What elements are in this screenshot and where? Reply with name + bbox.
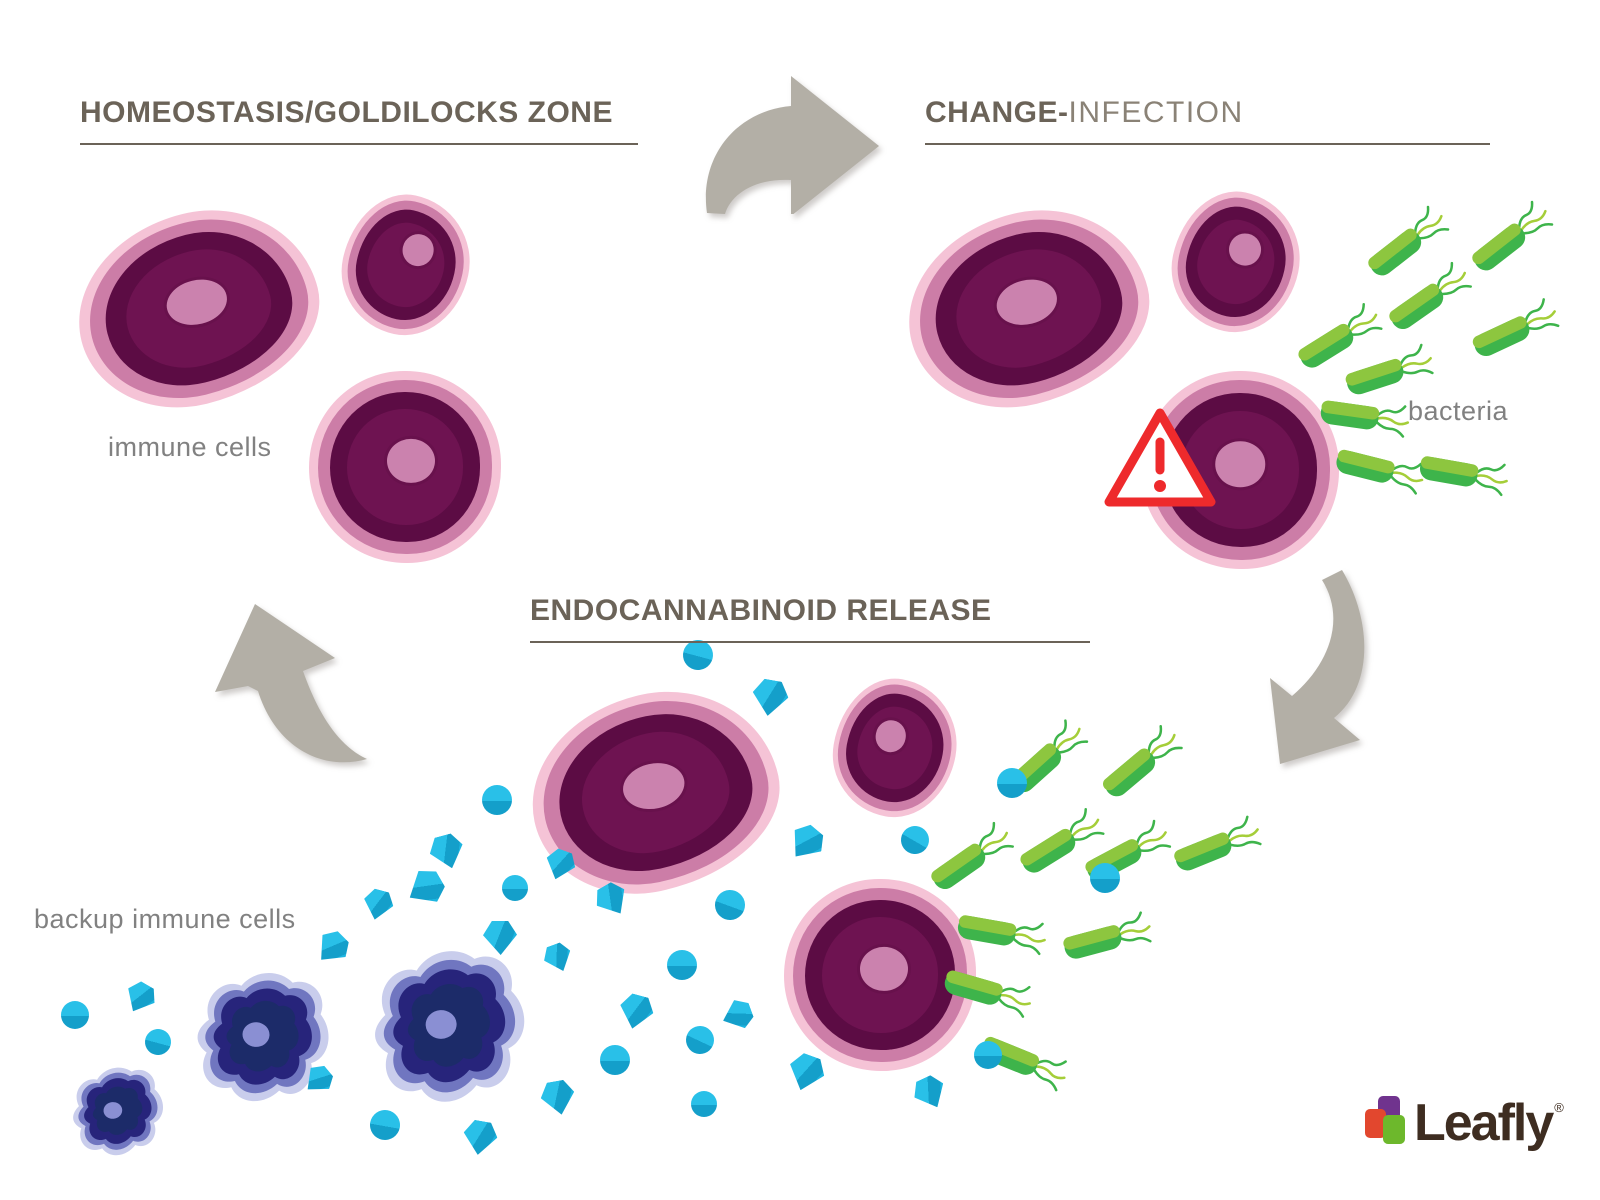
bacterium-icon — [1330, 439, 1430, 503]
endocannabinoid-particle — [895, 820, 935, 860]
bacterium-icon — [922, 815, 1022, 903]
immune-cell — [887, 186, 1169, 430]
bacterium-icon — [1093, 717, 1191, 809]
cell-nucleus — [859, 947, 908, 992]
immune-cell — [822, 669, 968, 827]
leafly-leaf-mark — [1362, 1094, 1412, 1154]
title-underline — [530, 641, 1090, 643]
endocannabinoid-particle — [667, 950, 697, 980]
endocannabinoid-particle — [749, 677, 791, 719]
section-title-release: ENDOCANNABINOID RELEASE — [530, 594, 992, 627]
endocannabinoid-particle — [782, 819, 830, 867]
endocannabinoid-particle — [974, 1041, 1002, 1069]
title-bold-part: CHANGE- — [925, 96, 1069, 129]
immune-cell — [57, 186, 339, 430]
backup-immune-cells-label: backup immune cells — [34, 904, 296, 934]
section-homeostasis-header: HOMEOSTASIS/GOLDILOCKS ZONE — [80, 96, 638, 145]
immune-cell — [329, 183, 483, 347]
endocannabinoid-particle — [600, 1045, 630, 1075]
endocannabinoid-particle — [360, 887, 397, 924]
endocannabinoid-particle — [142, 1026, 174, 1058]
title-light-part: INFECTION — [1068, 96, 1244, 129]
title-underline — [925, 143, 1490, 145]
backup-immune-cell — [197, 973, 329, 1102]
endocannabinoid-particle — [783, 1050, 829, 1096]
logo-square-green — [1383, 1115, 1405, 1144]
endocannabinoid-particle — [718, 996, 756, 1034]
endocannabinoid-particle — [426, 831, 468, 873]
endocannabinoid-particle — [400, 863, 449, 912]
endocannabinoid-particle — [61, 1001, 89, 1029]
endocannabinoid-particle — [460, 1118, 499, 1157]
section-title-homeostasis: HOMEOSTASIS/GOLDILOCKS ZONE — [80, 96, 613, 129]
endocannabinoid-particle — [482, 785, 512, 815]
registered-mark: ® — [1554, 1100, 1564, 1115]
curved-arrow-right-icon — [705, 76, 879, 214]
bacteria-label: bacteria — [1408, 396, 1509, 426]
title-underline — [80, 143, 638, 145]
endocannabinoid-particle — [997, 768, 1027, 798]
logo-wordmark: Leafly — [1414, 1094, 1554, 1152]
immune-cells-label: immune cells — [108, 432, 272, 462]
endocannabinoid-particle — [681, 1021, 719, 1059]
bacterium-icon — [1465, 292, 1567, 370]
endocannabinoid-particle — [502, 875, 528, 901]
blob-nucleus — [103, 1102, 123, 1119]
endocannabinoid-particle — [710, 885, 750, 925]
endocannabinoid-particle — [691, 1091, 717, 1117]
immune-cell — [309, 371, 501, 563]
section-release-header: ENDOCANNABINOID RELEASE — [530, 594, 1090, 643]
warning-icon — [1104, 408, 1216, 507]
curved-arrow-up-icon — [215, 604, 367, 763]
curved-arrow-down-left-icon — [1270, 570, 1365, 764]
blob-nucleus — [425, 1010, 457, 1039]
bacterium-icon — [1167, 809, 1268, 883]
immune-cell — [784, 879, 976, 1071]
bacterium-icon — [1058, 906, 1158, 971]
endocannabinoid-particle — [540, 940, 576, 976]
backup-immune-cell — [375, 951, 525, 1102]
endocannabinoid-particle — [1090, 863, 1120, 893]
backup-immune-cell — [73, 1067, 164, 1156]
endocannabinoid-particle — [909, 1072, 952, 1115]
cell-nucleus — [386, 439, 435, 484]
immune-cell — [1159, 180, 1313, 344]
bacterium-icon — [1463, 193, 1562, 284]
bacterium-icon — [1415, 445, 1513, 503]
cell-nucleus — [1215, 441, 1265, 487]
section-infection-header: CHANGE-INFECTION — [925, 96, 1490, 145]
endocannabinoid-particle — [615, 991, 657, 1033]
logo-square-orange — [1365, 1109, 1386, 1138]
endocannabinoid-particle — [120, 978, 161, 1019]
blob-nucleus — [242, 1022, 270, 1047]
section-title-infection: CHANGE-INFECTION — [925, 96, 1490, 130]
endocannabinoid-particle — [538, 1078, 577, 1117]
leafly-logo: Leafly ® — [1362, 1094, 1564, 1154]
